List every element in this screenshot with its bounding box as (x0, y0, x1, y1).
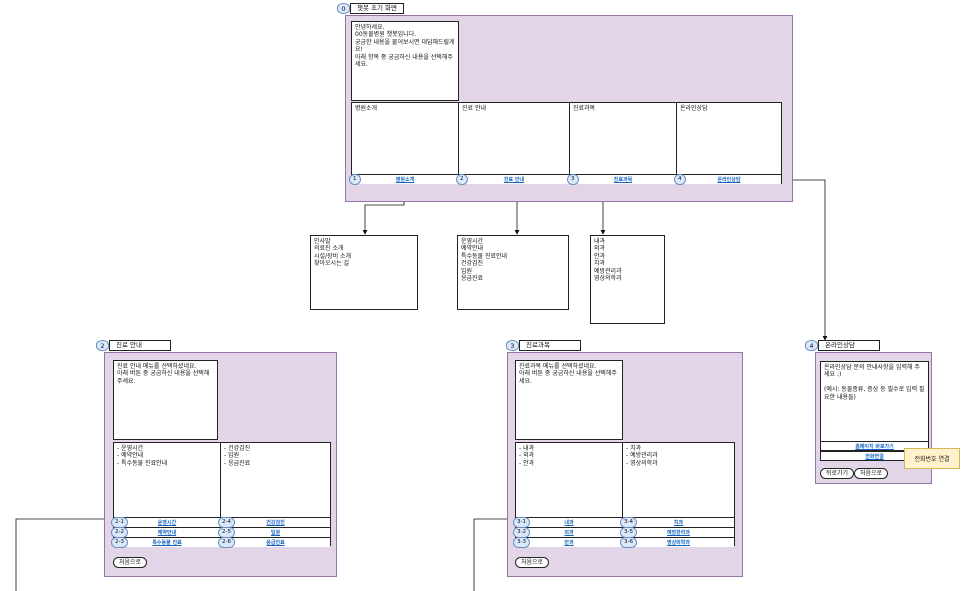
category-label: 진료 안내 (462, 105, 486, 112)
guide-screen-title: 진료 안내 (109, 340, 171, 351)
dept-message: 진료과목 메뉴를 선택하셨네요. 아래 버튼 중 궁금하신 내용을 선택해주세요… (515, 360, 623, 440)
online-screen-tag: 4 온라인상담 (805, 340, 880, 351)
dept-screen-title: 진료과목 (519, 340, 581, 351)
connector-online (781, 179, 828, 341)
button-label[interactable]: 치과 (673, 520, 684, 526)
category-card-online: 온라인상담 (677, 103, 781, 175)
dept-screen-tag: 3 진료과목 (506, 340, 581, 351)
online-button[interactable]: 4 온라인상담 (674, 174, 781, 185)
dept-button-ophthalmology[interactable]: 3-3 안과 (513, 537, 623, 548)
dept-options-card: - 내과 - 외과 - 안과 - 치과 - 예방관리과 - 영상의학과 3-1 … (513, 442, 735, 548)
guide-note: 운영시간 예약안내 특수동물 진료안내 건강검진 입원 응급진료 (457, 235, 569, 310)
dept-right-list: - 치과 - 예방관리과 - 영상의학과 (626, 445, 658, 467)
category-label: 온라인상담 (680, 105, 708, 112)
departments-note: 내과 외과 안과 치과 예방관리과 영상의학과 (590, 235, 665, 324)
guide-button-inpatient[interactable]: 2-5 입원 (218, 527, 330, 538)
button-label[interactable]: 예방관리과 (666, 530, 690, 536)
guide-index-badge: 2 (96, 340, 109, 351)
dept-index-badge: 3 (506, 340, 519, 351)
online-home-button[interactable]: 처음으로 (854, 468, 889, 479)
online-index-badge: 4 (805, 340, 818, 351)
guide-message: 진료 안내 메뉴를 선택하셨네요. 아래 버튼 중 궁금하신 내용을 선택해주세… (113, 360, 218, 440)
guide-button-exotic[interactable]: 2-3 특수동물 진료 (111, 537, 221, 548)
dept-screen-panel: 진료과목 메뉴를 선택하셨네요. 아래 버튼 중 궁금하신 내용을 선택해주세요… (507, 352, 743, 577)
online-screen-title: 온라인상담 (818, 340, 880, 351)
main-screen-panel: 안녕하세요. 00동물병원 챗봇입니다. 궁금한 내용을 물어보시면 대답해드릴… (345, 15, 793, 202)
divider (516, 513, 623, 517)
category-card-guide: 진료 안내 (459, 103, 570, 175)
departments-button[interactable]: 3 진료과목 (567, 174, 677, 185)
dept-left-list: - 내과 - 외과 - 안과 (516, 443, 623, 513)
online-message: 온라인상담 문의 안내사항을 입력해 주세요 :) (예시: 동물종류, 증상 … (820, 361, 929, 451)
category-label: 진료과목 (573, 105, 596, 112)
button-index: 2 (456, 174, 468, 185)
guide-button[interactable]: 2 진료 안내 (456, 174, 570, 185)
button-label[interactable]: 안과 (564, 540, 574, 546)
main-screen-tag: 0 챗봇 초기 화면 (337, 3, 405, 14)
button-label[interactable]: 진료과목 (613, 177, 633, 183)
button-label[interactable]: 내과 (564, 520, 574, 526)
guide-screen-tag: 2 진료 안내 (96, 340, 171, 351)
button-label[interactable]: 온라인상담 (717, 177, 741, 183)
connector-guide-out (15, 518, 112, 591)
button-label[interactable]: 병원소개 (395, 177, 415, 183)
button-index: 2-3 (111, 537, 128, 548)
category-card-row: 병원소개 진료 안내 진료과목 온라인상담 1 병원소개 2 진료 안내 3 진… (349, 102, 782, 185)
dept-button-radiology[interactable]: 3-6 영상의학과 (620, 537, 734, 548)
main-index-badge: 0 (337, 3, 350, 14)
guide-left-list: - 운영시간 - 예약안내 - 특수동물 진료안내 (114, 443, 221, 513)
category-label: 병원소개 (355, 105, 378, 112)
button-index: 4 (674, 174, 686, 185)
category-card-hospital: 병원소개 (352, 103, 459, 175)
button-label[interactable]: 건강검진 (266, 520, 285, 526)
guide-right-list: - 건강검진 - 입원 - 응급진료 (224, 445, 251, 467)
button-index: 2-6 (218, 537, 235, 548)
button-label[interactable]: 특수동물 진료 (152, 540, 182, 546)
homepage-button[interactable]: 홈페이지 바로가기 (820, 441, 929, 451)
button-label[interactable]: 운영시간 (157, 520, 177, 526)
button-label[interactable]: 외과 (564, 530, 574, 536)
hospital-note: 인사말 의료진 소개 시설/장비 소개 찾아오시는 길 (310, 235, 418, 310)
button-label[interactable]: 영상의학과 (666, 540, 690, 546)
guide-button-reservation[interactable]: 2-2 예약안내 (111, 527, 221, 538)
dept-button-surgery[interactable]: 3-2 외과 (513, 527, 623, 538)
button-index: 3-6 (620, 537, 637, 548)
button-index: 1 (349, 174, 361, 185)
category-card-departments: 진료과목 (570, 103, 677, 175)
hospital-button[interactable]: 1 병원소개 (349, 174, 459, 185)
greeting-bubble: 안녕하세요. 00동물병원 챗봇입니다. 궁금한 내용을 물어보시면 대답해드릴… (351, 21, 459, 101)
button-label[interactable]: 예약안내 (157, 530, 177, 536)
button-label[interactable]: 응급진료 (266, 540, 285, 546)
guide-button-hours[interactable]: 2-1 운영시간 (111, 517, 221, 528)
dept-home-button[interactable]: 처음으로 (515, 557, 550, 568)
button-label[interactable]: 홈페이지 바로가기 (855, 443, 894, 450)
guide-button-emergency[interactable]: 2-6 응급진료 (218, 537, 330, 548)
button-label[interactable]: 입원 (270, 530, 281, 536)
guide-button-checkup[interactable]: 2-4 건강검진 (218, 517, 330, 528)
guide-screen-panel: 진료 안내 메뉴를 선택하셨네요. 아래 버튼 중 궁금하신 내용을 선택해주세… (104, 352, 337, 577)
button-label[interactable]: 전화연결 (865, 453, 884, 460)
online-screen-panel: 온라인상담 문의 안내사항을 입력해 주세요 :) (예시: 동물종류, 증상 … (815, 352, 932, 484)
main-screen-title: 챗봇 초기 화면 (350, 3, 405, 14)
dept-button-dental[interactable]: 3-4 치과 (620, 517, 734, 528)
guide-home-button[interactable]: 처음으로 (113, 557, 148, 568)
button-label[interactable]: 진료 안내 (503, 177, 525, 183)
guide-options-card: - 운영시간 - 예약안내 - 특수동물 진료안내 - 건강검진 - 입원 - … (111, 442, 331, 548)
divider (114, 513, 221, 517)
button-index: 3-3 (513, 537, 530, 548)
connector-dept-out (473, 518, 514, 591)
dept-button-internal[interactable]: 3-1 내과 (513, 517, 623, 528)
phone-tooltip: 전화번호 연결 (904, 448, 960, 469)
dept-button-preventive[interactable]: 3-5 예방관리과 (620, 527, 734, 538)
online-back-button[interactable]: 뒤로가기 (820, 468, 855, 479)
button-index: 3 (567, 174, 579, 185)
